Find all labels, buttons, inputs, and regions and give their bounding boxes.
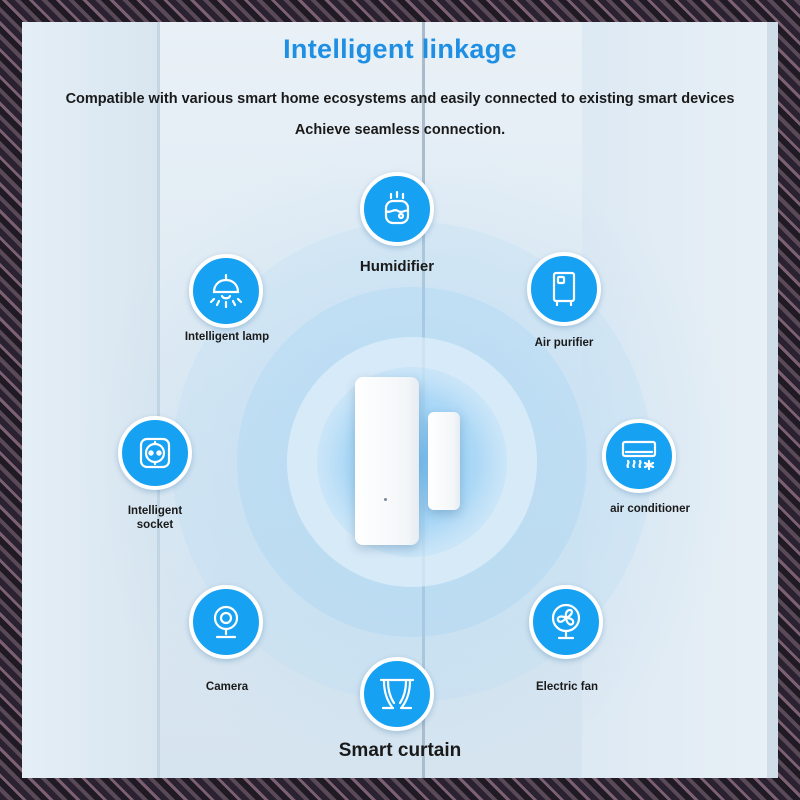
air-purifier-label: Air purifier xyxy=(534,337,594,349)
page-title: Intelligent linkage xyxy=(283,34,517,64)
lamp-node xyxy=(189,254,263,328)
camera-icon xyxy=(213,605,239,639)
panel-edge xyxy=(767,22,778,778)
humidifier-icon xyxy=(384,190,410,225)
socket-node xyxy=(118,416,192,490)
socket-label: Intelligent socket xyxy=(127,505,183,531)
camera-node xyxy=(189,585,263,659)
lamp-icon xyxy=(209,273,243,309)
door-sensor-magnet xyxy=(428,412,460,510)
air-conditioner-node xyxy=(602,419,676,493)
air-purifier-icon xyxy=(552,271,576,307)
curtain-node xyxy=(360,657,434,731)
electric-fan-label: Electric fan xyxy=(536,681,598,693)
humidifier-node xyxy=(360,172,434,246)
camera-label: Camera xyxy=(205,681,249,693)
curtain-label: Smart curtain xyxy=(338,740,462,761)
subtitle-line-1: Compatible with various smart home ecosy… xyxy=(65,91,735,107)
socket-icon xyxy=(139,437,171,469)
air-conditioner-icon xyxy=(621,440,657,471)
curtain-icon xyxy=(379,678,415,710)
indicator-led xyxy=(384,498,387,501)
air-conditioner-label: air conditioner xyxy=(610,503,690,515)
subtitle-line-2: Achieve seamless connection. xyxy=(294,122,506,138)
lamp-label: Intelligent lamp xyxy=(184,331,270,343)
air-purifier-node xyxy=(527,252,601,326)
humidifier-label: Humidifier xyxy=(359,258,435,275)
scene: Intelligent linkage Compatible with vari… xyxy=(22,22,778,778)
electric-fan-icon xyxy=(551,603,581,640)
electric-fan-node xyxy=(529,585,603,659)
door-sensor-main xyxy=(355,377,419,545)
